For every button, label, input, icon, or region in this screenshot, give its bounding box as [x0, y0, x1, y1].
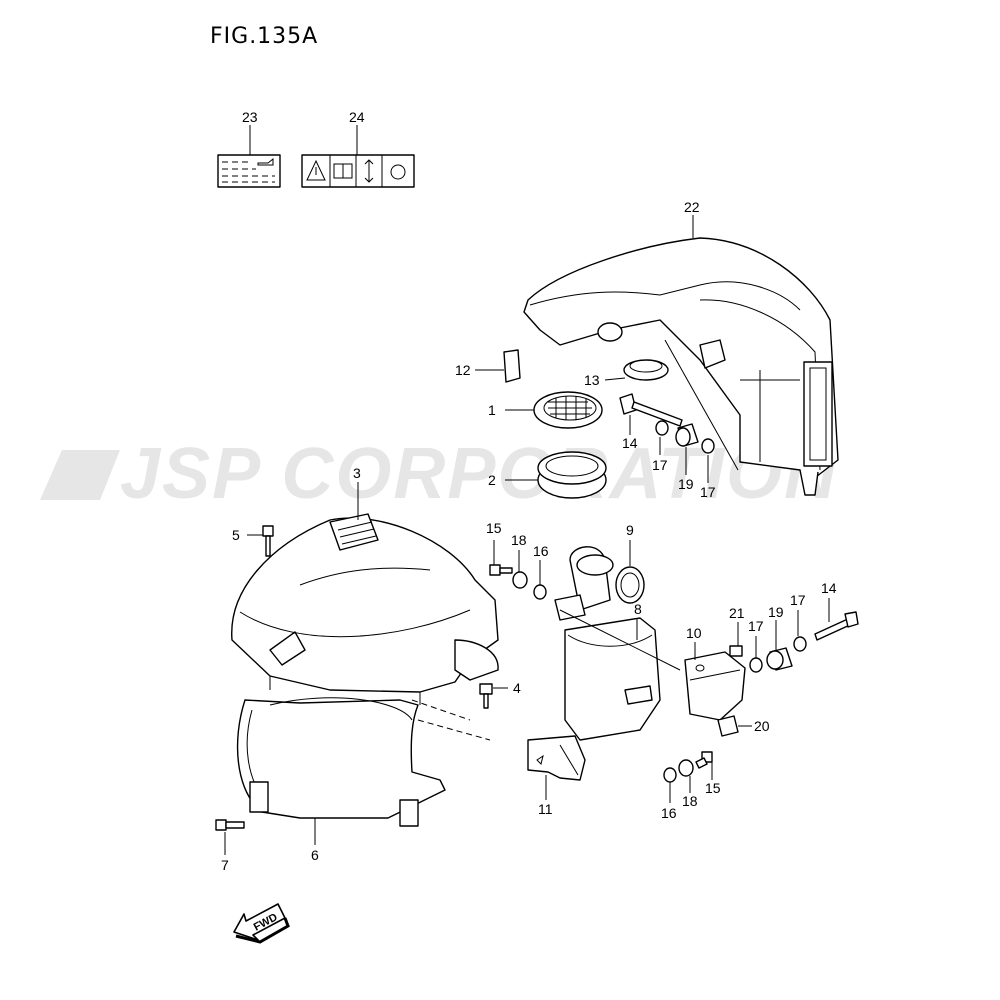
- seal-ring-9[interactable]: [615, 566, 645, 604]
- callout-20: 20: [754, 718, 770, 734]
- lower-shroud-6[interactable]: [236, 697, 491, 827]
- silencer-duct-22[interactable]: [523, 237, 839, 496]
- callout-5: 5: [232, 527, 240, 543]
- grommet-18-upper[interactable]: [512, 571, 528, 589]
- watermark-text: JSP CORPORATION: [120, 434, 838, 514]
- callout-17-right-b: 17: [790, 592, 806, 608]
- callout-19-upper: 19: [678, 476, 694, 492]
- oil-can-icon: [257, 157, 274, 166]
- callout-2: 2: [488, 472, 496, 488]
- callout-14-upper: 14: [622, 435, 638, 451]
- callout-22: 22: [684, 199, 700, 215]
- clip-20[interactable]: [717, 715, 739, 737]
- grommet-19-right[interactable]: [766, 647, 793, 671]
- up-down-arrow-icon: [364, 159, 374, 183]
- callout-11: 11: [538, 801, 553, 817]
- bolt-15-upper[interactable]: [489, 564, 513, 576]
- callout-1: 1: [488, 402, 496, 418]
- callout-4: 4: [513, 680, 521, 696]
- screw-7[interactable]: [215, 819, 245, 831]
- callout-14-right: 14: [821, 580, 837, 596]
- callout-15-lower: 15: [705, 780, 721, 796]
- callout-3: 3: [353, 465, 361, 481]
- collar-16-lower[interactable]: [663, 767, 677, 783]
- callout-21: 21: [729, 605, 745, 621]
- bracket-10[interactable]: [684, 651, 746, 721]
- callout-6: 6: [311, 847, 319, 863]
- watermark: JSP CORPORATION: [40, 434, 838, 514]
- callout-12: 12: [455, 362, 471, 378]
- screw-4[interactable]: [479, 683, 493, 709]
- fwd-label: FWD: [252, 911, 280, 933]
- callout-18-lower: 18: [682, 793, 698, 809]
- resonator-8[interactable]: [554, 546, 681, 741]
- callout-17-right-a: 17: [748, 618, 764, 634]
- decal-23[interactable]: [217, 154, 281, 188]
- figure-title: FIG.135A: [210, 24, 318, 49]
- callout-16-upper: 16: [533, 543, 549, 559]
- callout-8: 8: [634, 601, 642, 617]
- cover-3[interactable]: [231, 513, 499, 705]
- collar-17-upper-b[interactable]: [701, 438, 715, 454]
- bolt-14-upper[interactable]: [619, 393, 683, 427]
- grommet-13[interactable]: [623, 359, 669, 381]
- callout-labels: 1 2 3 4 5 6 7 8 9 10 11 12 13 14 14 15 1…: [221, 109, 837, 873]
- callout-7: 7: [221, 857, 229, 873]
- callout-16-lower: 16: [661, 805, 677, 821]
- callout-15-upper: 15: [486, 520, 502, 536]
- collar-17-right-b[interactable]: [793, 636, 807, 652]
- round-symbol-icon: [390, 164, 406, 180]
- grommet-18-lower[interactable]: [678, 759, 694, 777]
- bolt-15-lower[interactable]: [695, 751, 713, 769]
- callout-9: 9: [626, 522, 634, 538]
- watermark-logo-icon: [40, 450, 120, 500]
- collar-16-upper[interactable]: [533, 584, 547, 600]
- callout-19-right: 19: [768, 604, 784, 620]
- callout-17-upper-b: 17: [700, 484, 716, 500]
- grommet-19-upper[interactable]: [675, 423, 699, 447]
- callout-18-upper: 18: [511, 532, 527, 548]
- callout-23: 23: [242, 109, 258, 125]
- bolt-14-right[interactable]: [814, 611, 859, 641]
- callout-13: 13: [584, 372, 600, 388]
- callout-10: 10: [686, 625, 702, 641]
- bracket-11[interactable]: [527, 735, 586, 781]
- screw-5[interactable]: [262, 525, 274, 557]
- decal-text-lines-icon: [222, 161, 275, 183]
- ring-2[interactable]: [537, 451, 607, 499]
- collar-17-upper-a[interactable]: [655, 420, 669, 436]
- warning-icon: [306, 159, 326, 181]
- mesh-filter-1[interactable]: [533, 391, 603, 429]
- bolt-21[interactable]: [729, 645, 743, 657]
- callout-17-upper-a: 17: [652, 457, 668, 473]
- collar-17-right-a[interactable]: [749, 657, 763, 673]
- clip-12[interactable]: [503, 349, 521, 383]
- callout-24: 24: [349, 109, 365, 125]
- manual-book-icon: [333, 163, 353, 179]
- decal-24[interactable]: [301, 154, 415, 188]
- fwd-arrow-icon: FWD: [233, 903, 290, 944]
